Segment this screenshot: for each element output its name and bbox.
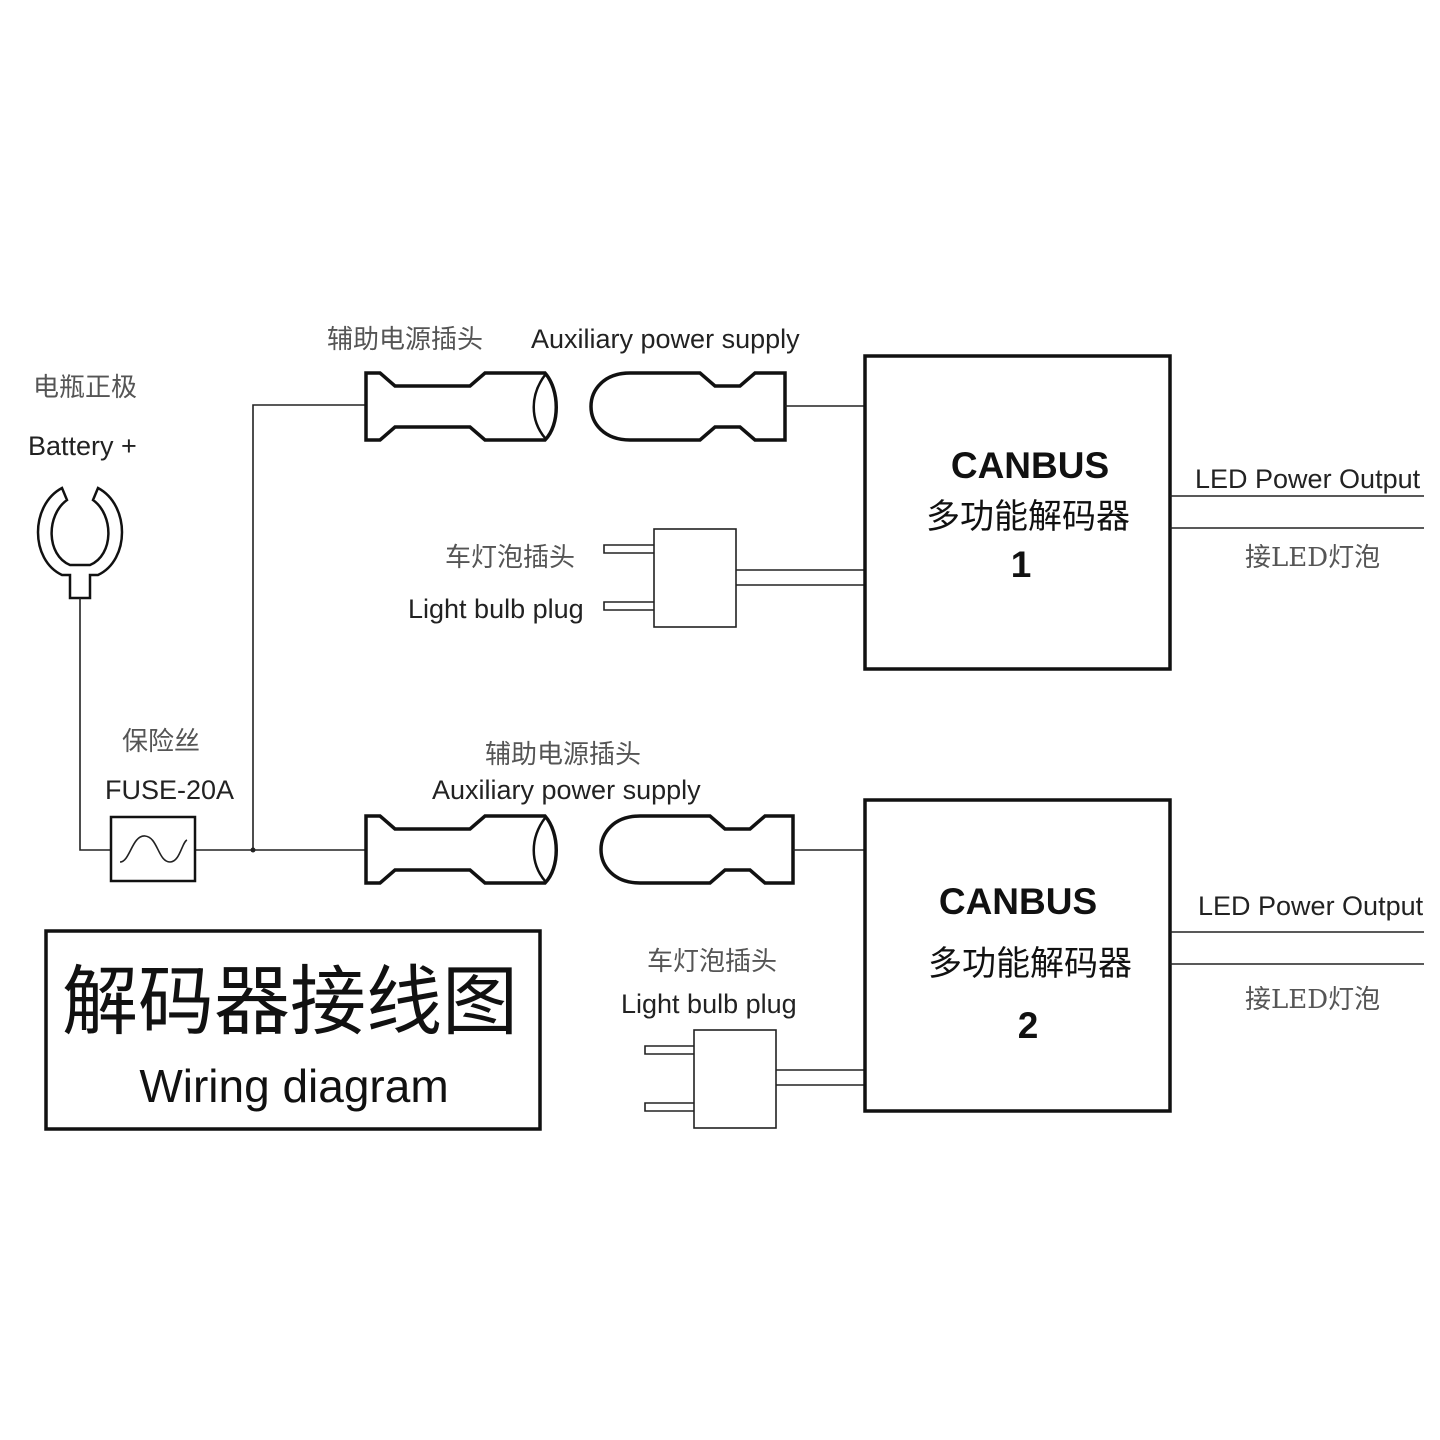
output-2-label-cn: 接LED灯泡 [1245,985,1380,1015]
bulb-plug-top-icon [603,528,865,628]
aux-top-label-cn: 辅助电源插头 [327,325,483,355]
decoder-2-subtitle: 多功能解码器 [928,944,1132,984]
decoder-1-number: 1 [1011,544,1032,585]
decoder-1-subtitle: 多功能解码器 [926,497,1130,537]
bulb-bottom-label-cn: 车灯泡插头 [647,947,777,977]
aux-bottom-label-en: Auxiliary power supply [432,775,701,805]
output-2-label-en: LED Power Output [1198,891,1424,921]
fuse-icon [109,815,197,883]
decoder-2-title: CANBUS [939,881,1097,922]
aux-plug-female-top-icon [364,371,558,442]
battery-terminal-icon [36,486,124,600]
aux-bottom-label-cn: 辅助电源插头 [485,740,641,770]
aux-top-label-en: Auxiliary power supply [531,324,800,354]
fuse-label-en: FUSE-20A [105,775,234,805]
aux-plug-female-bottom-icon [364,814,558,885]
title-box [44,929,542,1131]
battery-label-en: Battery + [28,431,137,461]
aux-plug-male-bottom-icon [599,814,795,885]
output-1-label-en: LED Power Output [1195,464,1421,494]
bulb-bottom-label-en: Light bulb plug [621,989,797,1019]
aux-plug-male-top-icon [589,371,787,442]
main-wires [79,404,366,853]
bulb-top-label-en: Light bulb plug [408,594,584,624]
bulb-top-label-cn: 车灯泡插头 [445,543,575,573]
bulb-plug-bottom-icon [644,1029,865,1129]
decoder-2-number: 2 [1018,1005,1039,1046]
title-en: Wiring diagram [139,1060,448,1112]
title-cn: 解码器接线图 [62,957,518,1046]
fuse-label-cn: 保险丝 [122,727,200,757]
output-1-label-cn: 接LED灯泡 [1245,543,1380,573]
decoder-1-box [863,354,1172,671]
decoder-1-title: CANBUS [951,445,1109,486]
decoder-2-box [863,798,1172,1113]
battery-label-cn: 电瓶正极 [33,373,137,403]
